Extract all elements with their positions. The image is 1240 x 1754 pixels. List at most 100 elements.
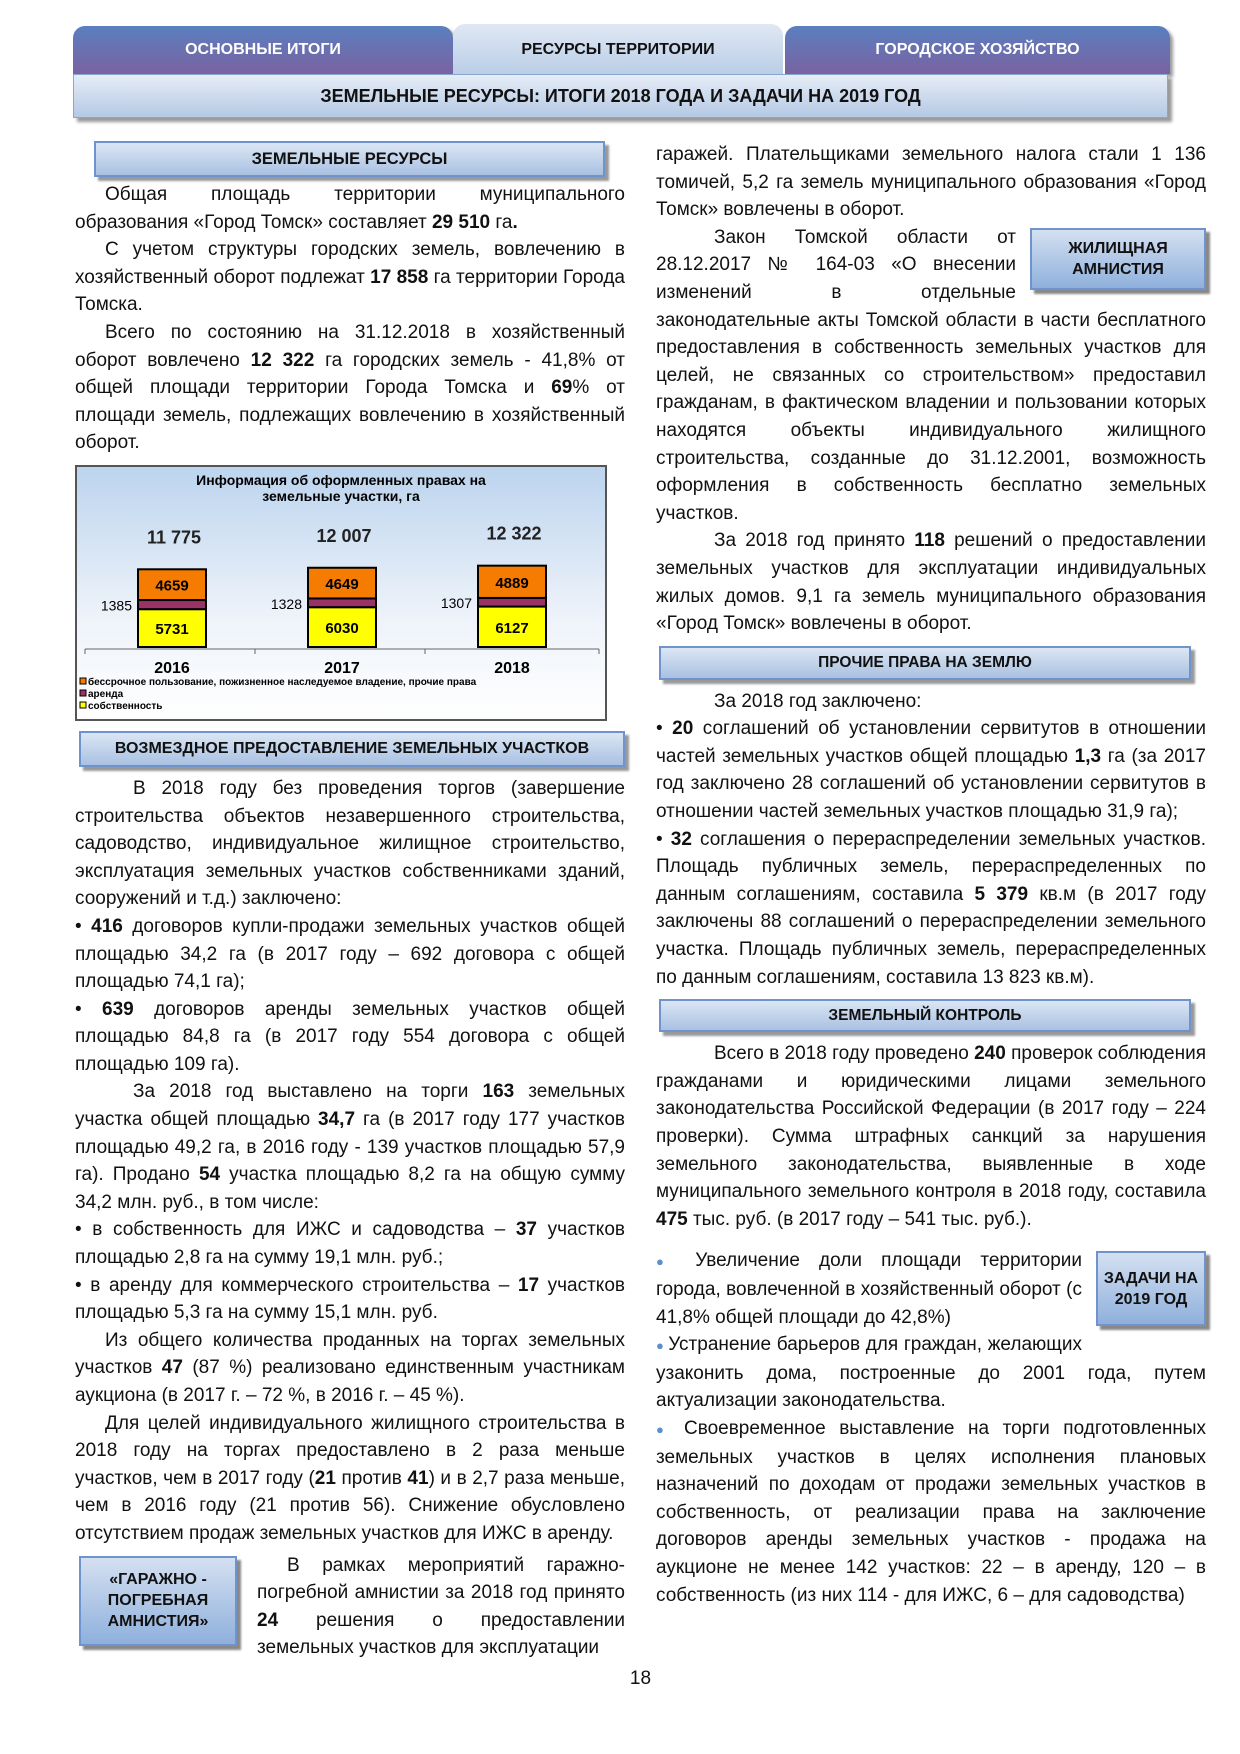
text-run: тыс. руб. (в 2017 году – 541 тыс. руб.). <box>687 1208 1032 1230</box>
text-run: участков площадью 5,3 га на сумму 15,1 м… <box>75 1274 625 1324</box>
section-header-paid: ВОЗМЕЗДНОЕ ПРЕДОСТАВЛЕНИЕ ЗЕМЕЛЬНЫХ УЧАС… <box>79 730 625 767</box>
paragraph: • в аренду для коммерческого строительст… <box>75 1272 625 1327</box>
category-label: 2016 <box>154 660 190 677</box>
paragraph: гаражей. Плательщиками земельного налога… <box>656 141 1206 224</box>
text-run: • в собственность для ИЖС и садоводства … <box>75 1219 516 1241</box>
bold-figure: 24 <box>257 1609 279 1631</box>
text-run: га (за 2017 год заключено 28 соглашений … <box>656 745 1206 823</box>
bold-figure: 21 <box>314 1467 336 1489</box>
bold-figure: 475 <box>656 1208 688 1230</box>
bold-figure: 17 858 <box>370 266 429 288</box>
bold-figure: 32 <box>670 828 692 850</box>
text-run: За 2018 год заключено: <box>714 690 922 712</box>
bar-segment <box>307 606 377 648</box>
text-run: За 2018 год выставлено на торги <box>133 1081 483 1103</box>
section-header-other-rights: ПРОЧИЕ ПРАВА НА ЗЕМЛЮ <box>659 645 1191 680</box>
tab-main-results[interactable]: ОСНОВНЫЕ ИТОГИ <box>73 26 453 74</box>
text-run: решения о предоставлении земельных участ… <box>257 1609 625 1659</box>
chart-title: земельные участки, га <box>262 488 420 504</box>
bar-segment <box>307 566 377 600</box>
section-header-land: ЗЕМЕЛЬНЫЕ РЕСУРСЫ <box>94 141 605 177</box>
bar-segment <box>137 568 207 601</box>
paragraph: ● Устранение барьеров для граждан, желаю… <box>656 1331 1206 1415</box>
category-label: 2017 <box>324 660 360 677</box>
paragraph: За 2018 год заключено: <box>656 688 1206 716</box>
text-block-paid: В 2018 году без проведения торгов (завер… <box>75 775 625 1548</box>
data-label: 4659 <box>155 578 188 595</box>
page-number: 18 <box>629 1667 652 1689</box>
page-content: ЗЕМЕЛЬНЫЕ РЕСУРСЫ Общая площадь территор… <box>75 141 1206 1700</box>
paragraph: За 2018 год выставлено на торги 163 земе… <box>75 1078 625 1216</box>
text-run: ) и в 2,7 раза меньше, чем в 2016 году (… <box>75 1467 625 1544</box>
bar-segment <box>137 598 207 611</box>
bold-figure: . <box>512 211 518 233</box>
paragraph: За 2018 год принято 118 решений о предос… <box>656 527 1206 637</box>
text-block-tasks: ЗАДАЧИ НА 2019 ГОД● Увеличение доли площ… <box>656 1247 1206 1609</box>
text-run: Всего в 2018 году проведено <box>714 1043 975 1065</box>
tab-label: РЕСУРСЫ ТЕРРИТОРИИ <box>521 41 715 58</box>
text-run: • <box>75 915 92 937</box>
data-label: 1385 <box>101 598 132 614</box>
bold-figure: 12 322 <box>250 349 315 371</box>
paragraph: • 639 договоров аренды земельных участко… <box>75 996 625 1079</box>
paragraph: • 32 соглашения о перераспределении земе… <box>656 826 1206 992</box>
text-block-garage: «ГАРАЖНО - ПОГРЕБНАЯ АМНИСТИЯ» В рамках м… <box>75 1552 625 1662</box>
bold-figure: 34,7 <box>318 1109 356 1131</box>
bold-figure: 5 379 <box>974 883 1029 905</box>
text-run: Устранение барьеров для граждан, желающи… <box>656 1334 1206 1412</box>
bold-figure: 163 <box>482 1081 515 1103</box>
text-run: С учетом структуры городских земель, вов… <box>75 239 625 288</box>
bold-figure: 639 <box>102 998 134 1020</box>
text-run: Общая площадь территории муниципального … <box>75 184 625 233</box>
bold-figure: 17 <box>517 1274 540 1296</box>
data-label: 5731 <box>155 621 188 638</box>
section-header-control: ЗЕМЕЛЬНЫЙ КОНТРОЛЬ <box>659 999 1191 1033</box>
bar-segment <box>137 608 207 648</box>
bold-figure: 1,3 <box>1074 745 1102 767</box>
text-block-housing: гаражей. Плательщиками земельного налога… <box>656 141 1206 638</box>
data-label: 6127 <box>495 620 528 637</box>
paragraph: В рамках мероприятий гаражно-погребной а… <box>75 1552 625 1662</box>
tab-label: ОСНОВНЫЕ ИТОГИ <box>185 41 341 58</box>
text-run: (87 %) реализовано единственным участник… <box>75 1357 625 1406</box>
bold-figure: 416 <box>91 915 123 937</box>
bold-figure: 41 <box>407 1467 429 1489</box>
text-run: Из общего количества проданных на торгах… <box>75 1329 625 1379</box>
text-run: га городских земель - 41,8% от общей пло… <box>75 349 625 399</box>
chart-svg: Информация об оформленных правах наземел… <box>79 472 600 712</box>
text-run: соглашения о перераспределении земельных… <box>656 828 1206 905</box>
bar-segment <box>477 564 547 599</box>
bold-figure: 118 <box>914 530 945 552</box>
legend-swatch <box>79 689 87 697</box>
right-column: гаражей. Плательщиками земельного налога… <box>656 141 1206 1609</box>
box-garage-amnesty: «ГАРАЖНО - ПОГРЕБНАЯ АМНИСТИЯ» <box>79 1555 237 1646</box>
bullet-icon: ● <box>656 1338 669 1354</box>
total-label: 12 322 <box>486 524 541 544</box>
tab-territory-resources[interactable]: РЕСУРСЫ ТЕРРИТОРИИ <box>453 24 783 76</box>
bold-figure: 54 <box>198 1164 221 1186</box>
text-run: • <box>656 828 671 850</box>
text-run: В рамках мероприятий гаражно-погребной а… <box>257 1554 625 1604</box>
text-run: Для целей индивидуального жилищного стро… <box>75 1412 625 1489</box>
legend-label: аренда <box>88 689 124 700</box>
chart-title: Информация об оформленных правах на <box>196 472 486 488</box>
text-run: земельных участка общей площадью <box>75 1081 625 1131</box>
data-label: 4889 <box>495 575 528 592</box>
bold-figure: 47 <box>161 1357 183 1379</box>
paragraph: ● Своевременное выставление на торги под… <box>656 1415 1206 1609</box>
tab-label: ГОРОДСКОЕ ХОЗЯЙСТВО <box>875 41 1080 58</box>
bold-figure: 69 <box>551 377 573 399</box>
paragraph: • в собственность для ИЖС и садоводства … <box>75 1216 625 1271</box>
paragraph: • 416 договоров купли-продажи земельных … <box>75 913 625 996</box>
text-run: Увеличение доли площади территории город… <box>656 1250 1083 1328</box>
paragraph: Из общего количества проданных на торгах… <box>75 1327 625 1410</box>
bar-segment <box>477 596 547 608</box>
paragraph: ● Увеличение доли площади территории гор… <box>656 1247 1206 1331</box>
bold-figure: 37 <box>515 1219 537 1241</box>
text-run: За 2018 год принято <box>714 530 915 552</box>
tab-city-economy[interactable]: ГОРОДСКОЕ ХОЗЯЙСТВО <box>785 26 1170 74</box>
bar-segment <box>307 597 377 609</box>
text-run: проверок соблюдения гражданами и юридиче… <box>656 1043 1206 1203</box>
box-housing-amnesty: ЖИЛИЩНАЯ АМНИСТИЯ <box>1030 227 1206 290</box>
